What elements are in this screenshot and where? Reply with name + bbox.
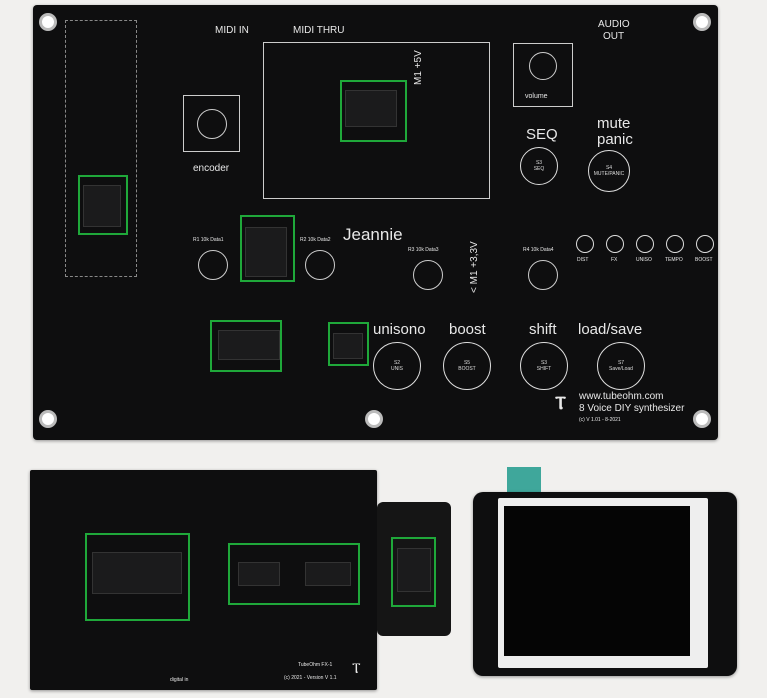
button-label: MUTE/PANIC (593, 171, 625, 177)
volume-pot-footprint (513, 43, 573, 107)
highlight-box (210, 320, 282, 372)
subtitle-label: 8 Voice DIY synthesizer (579, 403, 685, 414)
website-label: www.tubeohm.com (579, 391, 664, 402)
led-dist (576, 235, 594, 253)
highlight-box (78, 175, 128, 235)
ic-chip (218, 330, 280, 360)
fx-title: TubeOhm FX-1 (298, 662, 333, 668)
mount-hole (693, 410, 711, 428)
led-boost (696, 235, 714, 253)
ic-chip (397, 548, 431, 592)
highlight-box (85, 533, 190, 621)
button-heading: load/save (578, 321, 643, 338)
led-label: UNISO (636, 257, 652, 263)
button-ref: S4 (605, 165, 613, 171)
led-uniso (636, 235, 654, 253)
label-m1-3v3: < M1 +3,3V (469, 241, 480, 293)
tft-screen-frame (498, 498, 708, 668)
highlight-box (391, 537, 436, 607)
led-label: FX (611, 257, 618, 263)
ic-chip (345, 90, 397, 127)
ic-chip (305, 562, 351, 586)
label-midi-thru: MIDI THRU (293, 25, 345, 36)
led-label: BOOST (695, 257, 713, 263)
pot-label: R1 10k Data1 (193, 237, 224, 243)
board-name: Jeannie (343, 225, 403, 244)
ribbon-cable (507, 467, 541, 495)
label-seq: SEQ (526, 126, 558, 143)
button-ref: S2 (393, 360, 401, 366)
highlight-box (228, 543, 360, 605)
label-m1-5v: M1 +5V (413, 50, 424, 85)
mount-hole (39, 410, 57, 428)
led-label: TEMPO (665, 257, 683, 263)
tubeohm-logo: Ⲧ (352, 660, 361, 676)
button-ref: S3 (540, 360, 548, 366)
mount-hole (693, 13, 711, 31)
encoder-footprint (183, 95, 240, 152)
mount-hole (39, 13, 57, 31)
led-fx (606, 235, 624, 253)
fx-pcb: TubeOhm FX-1 (c) 2021 - Version V 1.1 di… (30, 470, 377, 690)
button-ref: S7 (617, 360, 625, 366)
highlight-box (240, 215, 295, 282)
label-audio-out: OUT (603, 31, 625, 42)
led-label: DIST (577, 257, 589, 263)
pot-label: R2 10k Data2 (300, 237, 331, 243)
button-label: UNIS (391, 366, 403, 372)
button-label: BOOST (458, 366, 476, 372)
button-label: Save/Load (609, 366, 633, 372)
label-encoder: encoder (193, 163, 230, 174)
digital-in-label: digital in (170, 677, 189, 683)
pot-label: R4 10k Data4 (523, 247, 554, 253)
label-audio-out: AUDIO (598, 19, 630, 30)
label-volume: volume (525, 93, 548, 100)
button-heading: unisono (373, 321, 426, 338)
led-tempo (666, 235, 684, 253)
tft-screen (504, 506, 690, 656)
button-heading: boost (449, 321, 486, 338)
button-ref: S5 (463, 360, 471, 366)
button-ref: S3 (535, 160, 543, 166)
teensy-outline (65, 20, 137, 277)
ic-chip (245, 227, 287, 277)
button-label: SHIFT (536, 366, 552, 372)
mount-hole (365, 410, 383, 428)
button-label: SEQ (533, 166, 545, 172)
label-panic: panic (597, 131, 633, 148)
ic-chip (333, 333, 363, 359)
label-midi-in: MIDI IN (215, 25, 249, 36)
ic-chip (238, 562, 280, 586)
display-outline (263, 42, 490, 199)
button-heading: shift (529, 321, 557, 338)
tft-display-module (473, 492, 737, 676)
ic-chip (92, 552, 182, 594)
pot-label: R3 10k Data3 (408, 247, 439, 253)
ic-chip (83, 185, 121, 227)
highlight-box (328, 322, 369, 366)
tubeohm-logo: Ⲧ (555, 393, 567, 413)
version-label: (c) V 1.01 - 8-2021 (579, 417, 621, 423)
highlight-box (340, 80, 407, 142)
label-mute: mute (597, 115, 631, 132)
main-synth-pcb: MIDI IN MIDI THRU AUDIO OUT volume encod… (33, 5, 718, 440)
fx-version: (c) 2021 - Version V 1.1 (284, 675, 337, 681)
